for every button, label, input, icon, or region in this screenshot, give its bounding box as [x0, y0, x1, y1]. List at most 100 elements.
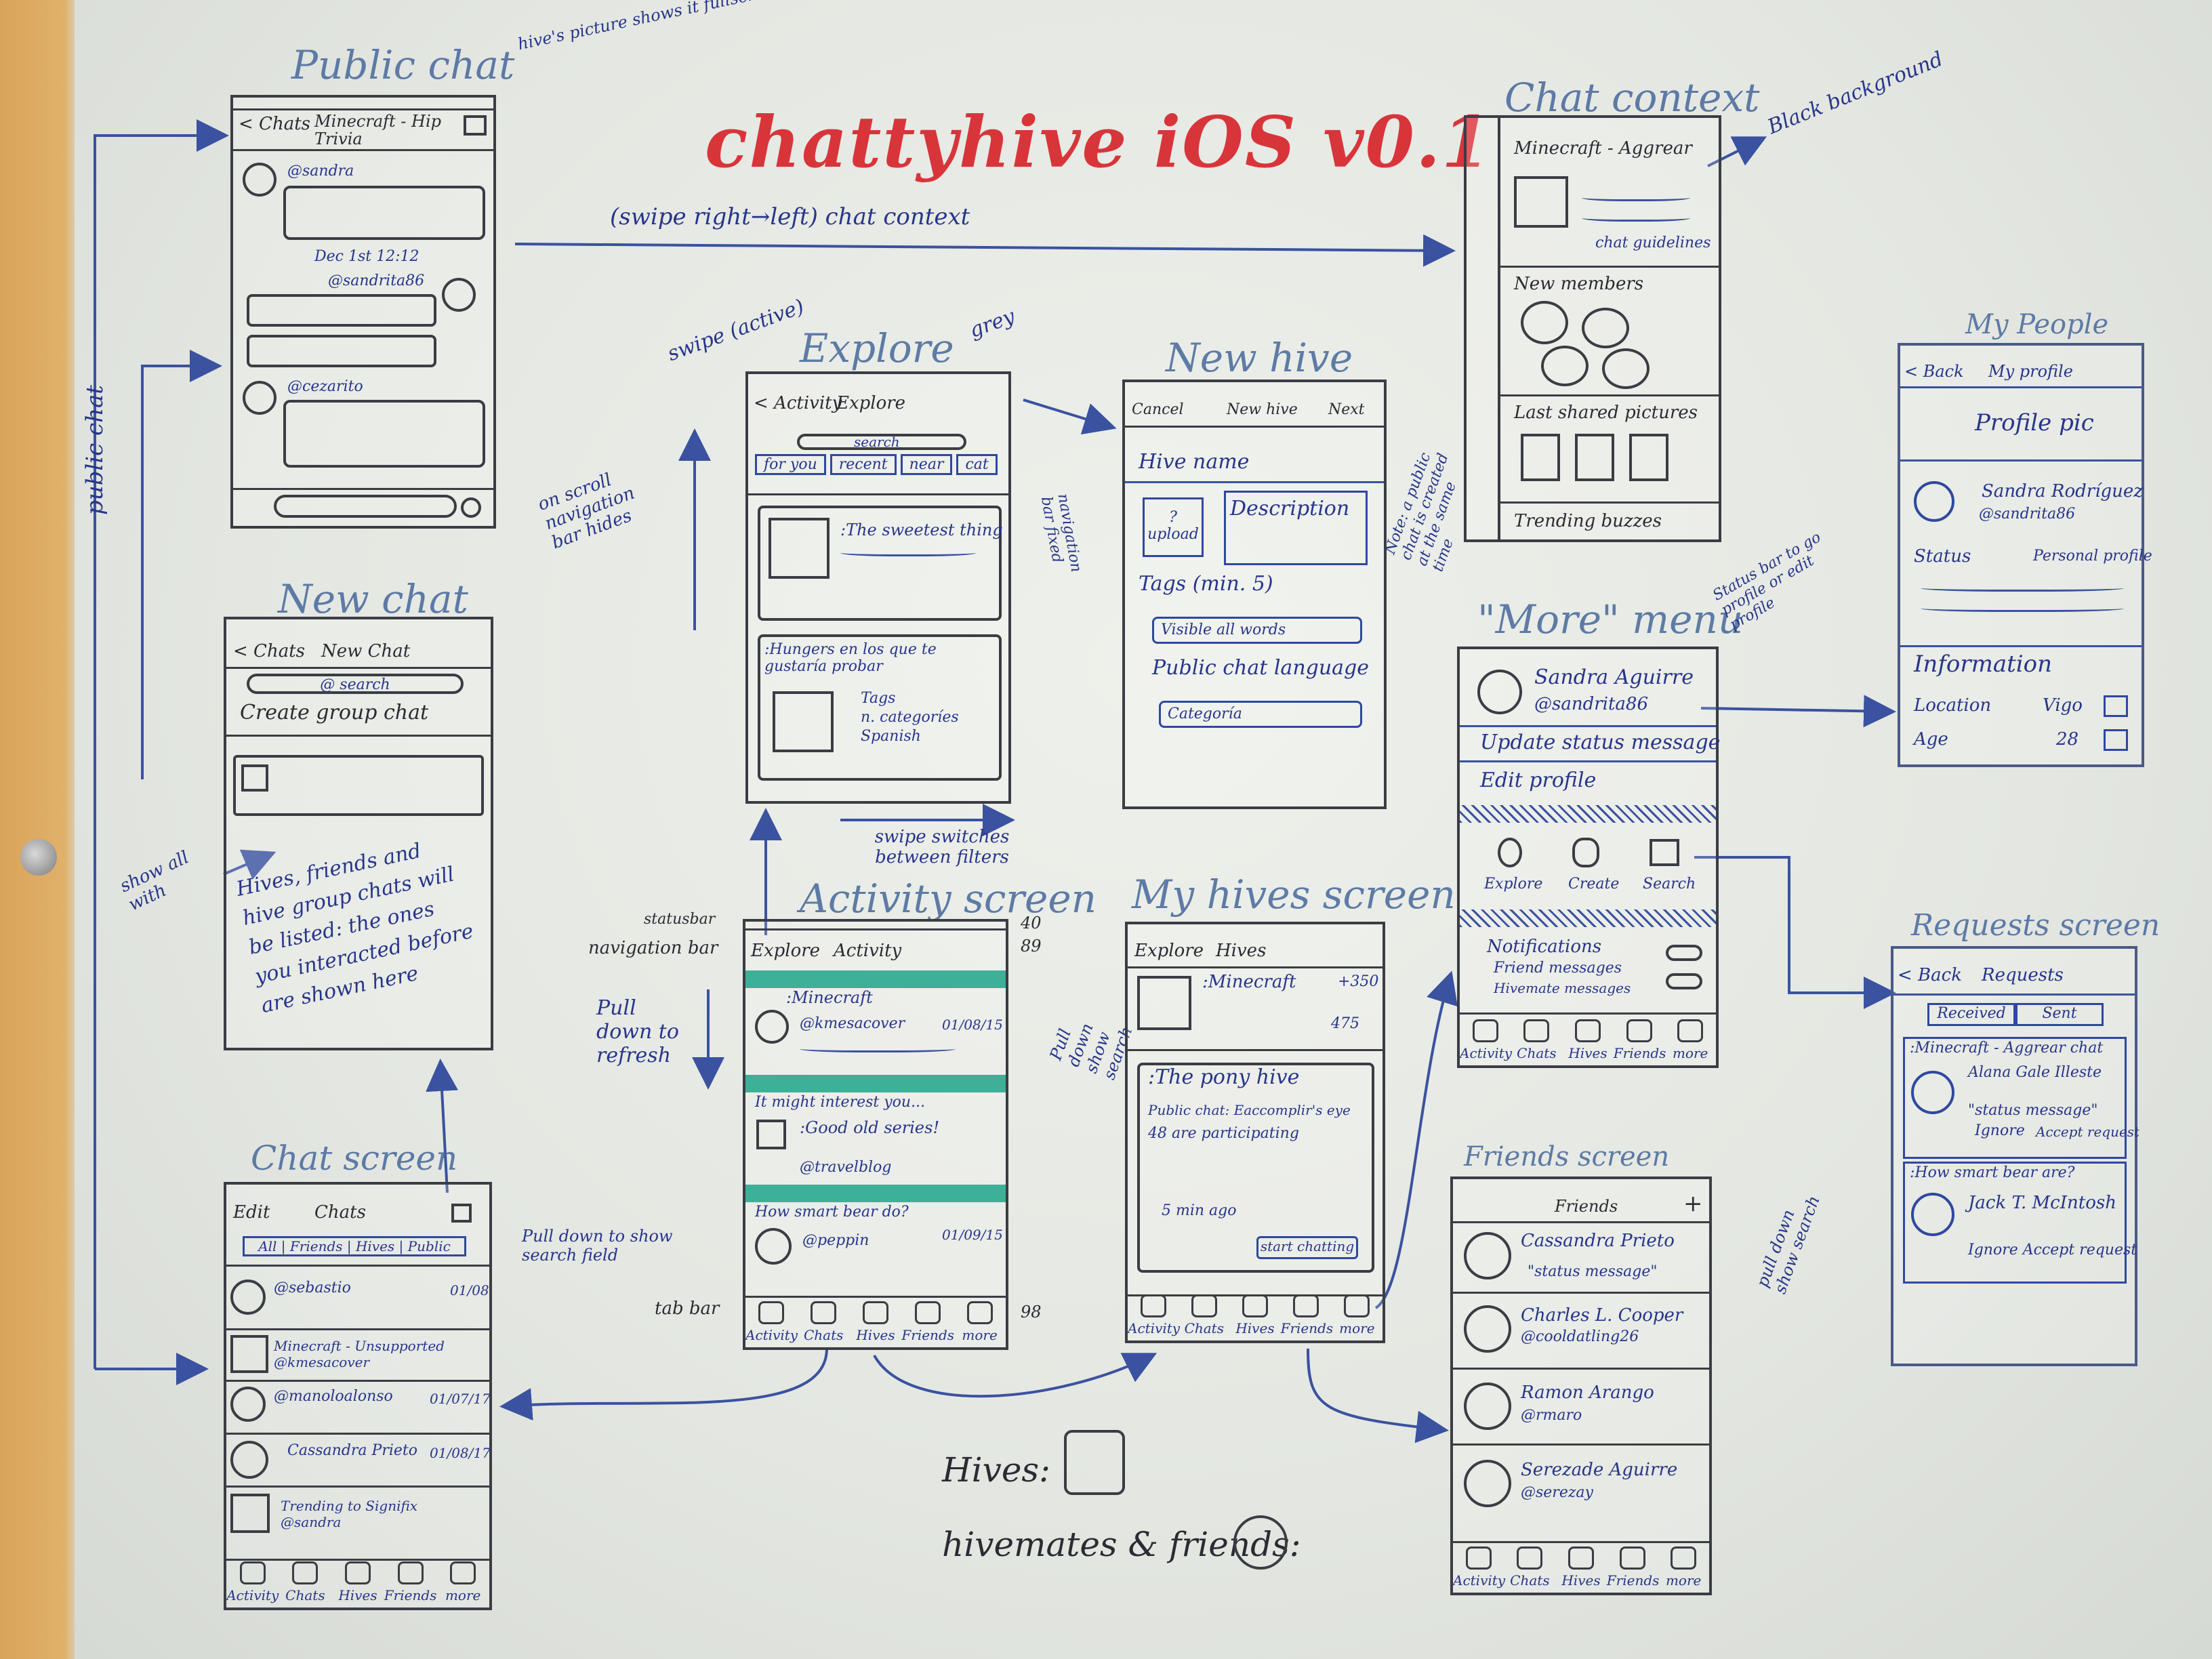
hives-explore-button[interactable]: Explore [1134, 941, 1204, 961]
requests-tab-sent[interactable]: Sent [2015, 1003, 2104, 1026]
tab-chats[interactable]: Chats [1504, 1547, 1556, 1589]
member-avatar[interactable] [1541, 346, 1589, 386]
filter-tab[interactable]: cat [956, 454, 998, 475]
chats-edit-button[interactable]: Edit [233, 1202, 270, 1223]
tab-activity[interactable]: Activity [1453, 1547, 1505, 1589]
member-avatar[interactable] [1582, 308, 1629, 348]
chat-filter-tabs[interactable]: All | Friends | Hives | Public [243, 1236, 466, 1256]
chat-row-title[interactable]: @manoloalonso [274, 1388, 393, 1405]
shared-picture[interactable] [1521, 434, 1560, 481]
tab-chats[interactable]: Chats [1179, 1294, 1229, 1336]
friend-name[interactable]: Cassandra Prieto [1521, 1231, 1675, 1251]
tab-activity[interactable]: Activity [1128, 1294, 1180, 1336]
arrow-swipe-context [514, 234, 1456, 267]
arrow-hives-friends [1307, 1348, 1449, 1443]
tab-more[interactable]: more [954, 1301, 1006, 1343]
friend-messages-toggle[interactable] [1666, 945, 1702, 961]
requests-tab-received[interactable]: Received [1927, 1003, 2015, 1026]
people-back[interactable]: < Back [1904, 362, 1964, 381]
tags-field[interactable]: Tags (min. 5) [1139, 572, 1273, 596]
member-avatar[interactable] [1602, 348, 1650, 389]
hive-card[interactable] [1137, 1063, 1374, 1273]
tab-more[interactable]: more [1332, 1294, 1382, 1336]
tab-more[interactable]: more [1658, 1547, 1709, 1589]
tab-friends[interactable]: Friends [1607, 1547, 1659, 1589]
accept-button[interactable]: Accept request [2036, 1124, 2140, 1140]
tab-hives[interactable]: Hives [1229, 1294, 1280, 1336]
shared-picture[interactable] [1575, 434, 1614, 481]
explore-search-input[interactable]: search [797, 434, 966, 450]
member-avatar[interactable] [1521, 301, 1568, 344]
explore-back[interactable]: < Activity [754, 393, 842, 413]
hive-card[interactable] [758, 506, 1002, 621]
activity-explore-button[interactable]: Explore [751, 941, 821, 961]
tab-friends[interactable]: Friends [384, 1561, 436, 1603]
update-status-item[interactable]: Update status message [1480, 731, 1721, 754]
upload-photo-button[interactable]: ? upload [1143, 497, 1204, 557]
tab-chats[interactable]: Chats [279, 1561, 332, 1603]
filter-tab[interactable]: near [900, 454, 953, 475]
hive-picture-thumb[interactable] [464, 115, 487, 136]
tab-chats[interactable]: Chats [798, 1301, 850, 1343]
tab-activity[interactable]: Activity [226, 1561, 279, 1603]
message-input[interactable] [274, 495, 457, 518]
friend-name[interactable]: Serezade Aguirre [1521, 1460, 1678, 1480]
create-icon[interactable] [1572, 838, 1599, 867]
avatar [243, 381, 276, 415]
tab-hives[interactable]: Hives [1555, 1547, 1607, 1589]
tab-chats[interactable]: Chats [1511, 1019, 1563, 1061]
chat-suggestion[interactable] [233, 755, 484, 816]
request-actions[interactable]: Ignore Accept request [1968, 1242, 2137, 1258]
shared-picture[interactable] [1629, 434, 1668, 481]
tab-activity[interactable]: Activity [745, 1301, 798, 1343]
start-chatting-button[interactable]: start chatting [1256, 1236, 1358, 1259]
public-chat-back[interactable]: < Chats [239, 114, 310, 134]
public-chat-link[interactable]: Public chat: Eaccomplir's eye [1148, 1102, 1351, 1118]
description-field[interactable]: Description [1224, 491, 1368, 565]
friend-name[interactable]: Ramon Arango [1521, 1382, 1654, 1403]
chat-row-title[interactable]: Cassandra Prieto [287, 1442, 417, 1459]
filter-tab[interactable]: recent [830, 454, 897, 475]
new-chat-back[interactable]: < Chats [233, 641, 305, 661]
send-icon[interactable] [461, 497, 481, 518]
chat-language-field[interactable]: Public chat language [1152, 656, 1370, 680]
friend-name[interactable]: Charles L. Cooper [1521, 1305, 1683, 1326]
copy-icon[interactable] [2104, 729, 2128, 751]
people-personal[interactable]: Personal profile [2033, 548, 2152, 565]
compose-icon[interactable] [451, 1204, 472, 1223]
chat-guidelines-button[interactable]: chat guidelines [1595, 234, 1711, 251]
friends-nav-title: Friends [1555, 1197, 1618, 1216]
tab-friends[interactable]: Friends [901, 1301, 954, 1343]
tab-friends[interactable]: Friends [1281, 1294, 1333, 1336]
requests-back[interactable]: < Back [1898, 965, 1962, 985]
chat-row-title[interactable]: Trending to Signifix @sandra [281, 1498, 418, 1530]
tab-hives[interactable]: Hives [850, 1301, 902, 1343]
search-icon[interactable] [1650, 839, 1679, 866]
visibility-select[interactable]: Visible all words [1152, 617, 1362, 644]
copy-icon[interactable] [2104, 695, 2128, 717]
profile-name[interactable]: Sandra Aguirre [1534, 665, 1694, 689]
ignore-button[interactable]: Ignore [1975, 1122, 2025, 1139]
tab-hives[interactable]: Hives [1562, 1019, 1614, 1061]
chat-row-title[interactable]: @sebastio [274, 1279, 351, 1296]
edit-profile-item[interactable]: Edit profile [1480, 769, 1597, 792]
hive-name[interactable]: :Minecraft [1202, 972, 1296, 992]
hive-name-field[interactable]: Hive name [1139, 450, 1250, 474]
new-hive-next[interactable]: Next [1328, 401, 1365, 418]
category-select[interactable]: Categoría [1159, 701, 1362, 728]
hive-card[interactable] [758, 634, 1002, 781]
explore-icon[interactable] [1498, 838, 1522, 867]
tab-activity[interactable]: Activity [1460, 1019, 1512, 1061]
tab-more[interactable]: more [436, 1561, 489, 1603]
tab-friends[interactable]: Friends [1614, 1019, 1666, 1061]
new-hive-cancel[interactable]: Cancel [1132, 401, 1184, 418]
chat-row-title[interactable]: Minecraft - Unsupported @kmesacover [274, 1338, 445, 1370]
add-friend-button[interactable]: + [1683, 1190, 1703, 1217]
new-chat-search[interactable]: @ search [247, 674, 464, 694]
tab-hives[interactable]: Hives [331, 1561, 384, 1603]
avatar[interactable] [1477, 670, 1522, 714]
tab-more[interactable]: more [1664, 1019, 1716, 1061]
filter-tab[interactable]: for you [755, 454, 826, 475]
hivemate-messages-toggle[interactable] [1666, 973, 1702, 989]
create-group-chat[interactable]: Create group chat [240, 701, 429, 724]
